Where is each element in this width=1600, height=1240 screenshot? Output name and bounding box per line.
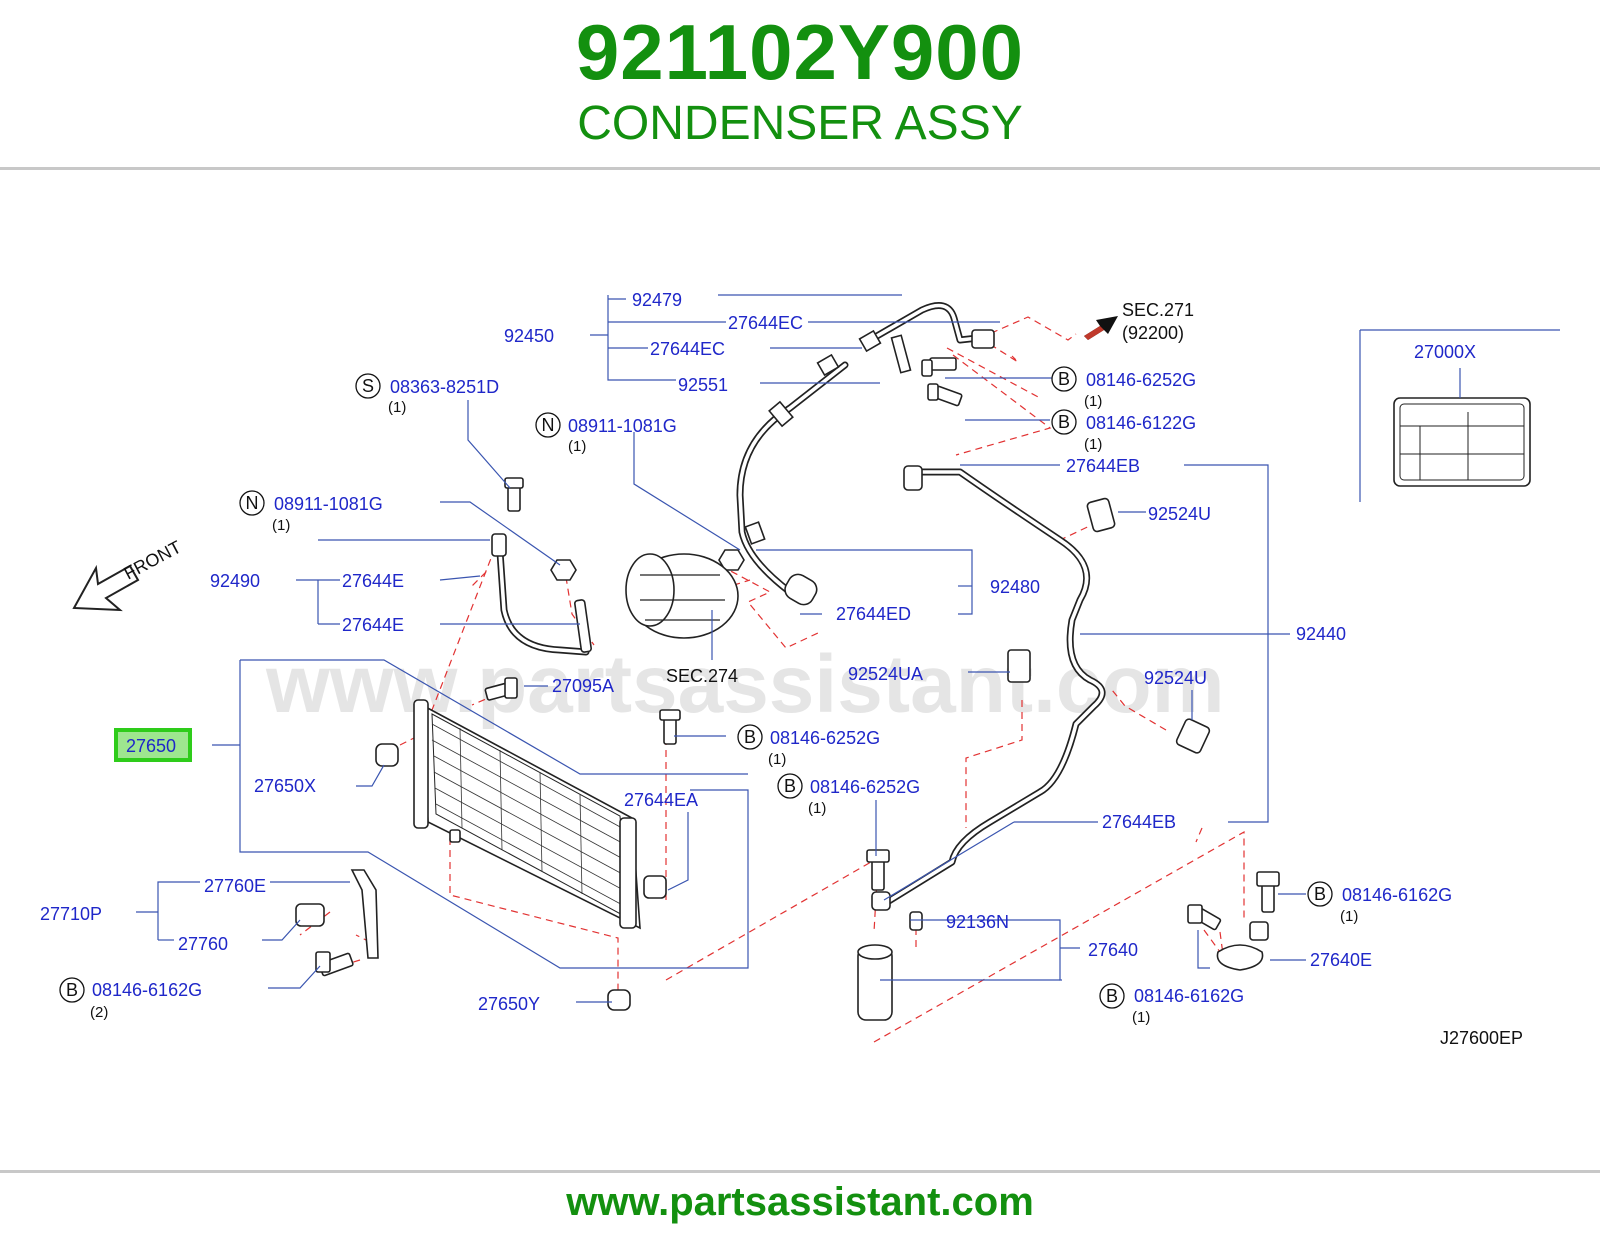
label-08363-8251D[interactable]: 08363-8251D xyxy=(390,377,499,397)
svg-text:N: N xyxy=(542,415,555,435)
svg-text:(1): (1) xyxy=(1084,436,1102,453)
svg-text:B: B xyxy=(66,980,78,1000)
svg-text:B: B xyxy=(1058,369,1070,389)
label-27760E[interactable]: 27760E xyxy=(204,876,266,896)
label-27644EB-b[interactable]: 27644EB xyxy=(1102,812,1176,832)
insulators xyxy=(375,743,667,1011)
footer-divider xyxy=(0,1170,1600,1173)
svg-text:(1): (1) xyxy=(272,517,290,534)
label-92524UA[interactable]: 92524UA xyxy=(848,664,923,684)
label-08146-6252G-a[interactable]: 08146-6252G xyxy=(1086,370,1196,390)
highlight-box-27650[interactable] xyxy=(114,728,192,762)
front-label: FRONT xyxy=(120,537,184,584)
leader-lines xyxy=(136,294,1560,1003)
header-divider xyxy=(0,167,1600,170)
svg-text:(1): (1) xyxy=(768,751,786,768)
label-27650Y[interactable]: 27650Y xyxy=(478,994,540,1014)
svg-text:B: B xyxy=(1106,986,1118,1006)
svg-text:(2): (2) xyxy=(90,1004,108,1021)
label-plate-27000X xyxy=(1393,397,1531,487)
brackets-27760 xyxy=(295,869,379,959)
label-27644EC-a[interactable]: 27644EC xyxy=(728,313,803,333)
svg-text:S: S xyxy=(362,376,374,396)
label-27760[interactable]: 27760 xyxy=(178,934,228,954)
svg-text:(1): (1) xyxy=(808,800,826,817)
compressor-sec274 xyxy=(625,553,739,639)
pipe-92450 xyxy=(736,302,995,606)
label-08911-1081G-b[interactable]: 08911-1081G xyxy=(274,494,383,514)
circle-markers: S N N B B B B B B B xyxy=(59,366,1333,1009)
sec271-arrow xyxy=(1084,316,1118,340)
svg-text:B: B xyxy=(744,727,756,747)
condenser-27650 xyxy=(413,699,641,930)
svg-text:(1): (1) xyxy=(568,438,586,455)
label-27650[interactable]: 27650 xyxy=(126,736,176,756)
label-92450[interactable]: 92450 xyxy=(504,326,554,346)
label-92480[interactable]: 92480 xyxy=(990,577,1040,597)
label-27000X[interactable]: 27000X xyxy=(1414,342,1476,362)
label-27095A[interactable]: 27095A xyxy=(552,676,614,696)
part-name: CONDENSER ASSY xyxy=(577,97,1023,150)
label-92136N[interactable]: 92136N xyxy=(946,912,1009,932)
clips-92524 xyxy=(1007,497,1211,754)
svg-text:B: B xyxy=(1058,412,1070,432)
label-27644E-a[interactable]: 27644E xyxy=(342,571,404,591)
svg-text:(1): (1) xyxy=(1340,908,1358,925)
part-labels: 92479 92450 27644EC 27644EC 92551 SEC.27… xyxy=(40,290,1523,1048)
diagram-code: J27600EP xyxy=(1440,1028,1523,1048)
label-92440[interactable]: 92440 xyxy=(1296,624,1346,644)
svg-text:B: B xyxy=(1314,884,1326,904)
label-92490[interactable]: 92490 xyxy=(210,571,260,591)
label-08146-6162G-b[interactable]: 08146-6162G xyxy=(1134,986,1244,1006)
label-sec271-sub: (92200) xyxy=(1122,323,1184,343)
label-08146-6162G-a[interactable]: 08146-6162G xyxy=(92,980,202,1000)
label-sec274[interactable]: SEC.274 xyxy=(666,666,738,686)
label-27710P[interactable]: 27710P xyxy=(40,904,102,924)
svg-text:B: B xyxy=(784,776,796,796)
label-08146-6252G-c[interactable]: 08146-6252G xyxy=(810,777,920,797)
svg-text:N: N xyxy=(246,493,259,513)
label-27644EA[interactable]: 27644EA xyxy=(624,790,698,810)
label-92524U-b[interactable]: 92524U xyxy=(1144,668,1207,688)
label-08146-6122G[interactable]: 08146-6122G xyxy=(1086,413,1196,433)
label-27644EB-a[interactable]: 27644EB xyxy=(1066,456,1140,476)
part-number: 921102Y900 xyxy=(575,8,1025,96)
front-arrow: FRONT xyxy=(72,537,185,612)
pipe-92440 xyxy=(871,465,1106,911)
liquid-tank-27640 xyxy=(857,911,1269,1021)
label-27640[interactable]: 27640 xyxy=(1088,940,1138,960)
page-header: 921102Y900 CONDENSER ASSY xyxy=(0,0,1600,168)
label-92479[interactable]: 92479 xyxy=(632,290,682,310)
label-27644ED[interactable]: 27644ED xyxy=(836,604,911,624)
svg-text:(1): (1) xyxy=(1084,393,1102,410)
svg-text:(1): (1) xyxy=(388,399,406,416)
label-27644E-b[interactable]: 27644E xyxy=(342,615,404,635)
svg-text:(1): (1) xyxy=(1132,1009,1150,1026)
hose-92490 xyxy=(491,533,592,656)
label-27650X[interactable]: 27650X xyxy=(254,776,316,796)
label-sec271[interactable]: SEC.271 xyxy=(1122,300,1194,320)
bolts-and-nuts xyxy=(315,357,1280,977)
label-92551[interactable]: 92551 xyxy=(678,375,728,395)
label-08146-6162G-c[interactable]: 08146-6162G xyxy=(1342,885,1452,905)
parts-diagram: www.partsassistant.com xyxy=(40,290,1560,1048)
label-27640E[interactable]: 27640E xyxy=(1310,950,1372,970)
label-08911-1081G-a[interactable]: 08911-1081G xyxy=(568,416,677,436)
footer-url[interactable]: www.partsassistant.com xyxy=(566,1180,1034,1224)
label-08146-6252G-b[interactable]: 08146-6252G xyxy=(770,728,880,748)
label-92524U-a[interactable]: 92524U xyxy=(1148,504,1211,524)
label-27644EC-b[interactable]: 27644EC xyxy=(650,339,725,359)
